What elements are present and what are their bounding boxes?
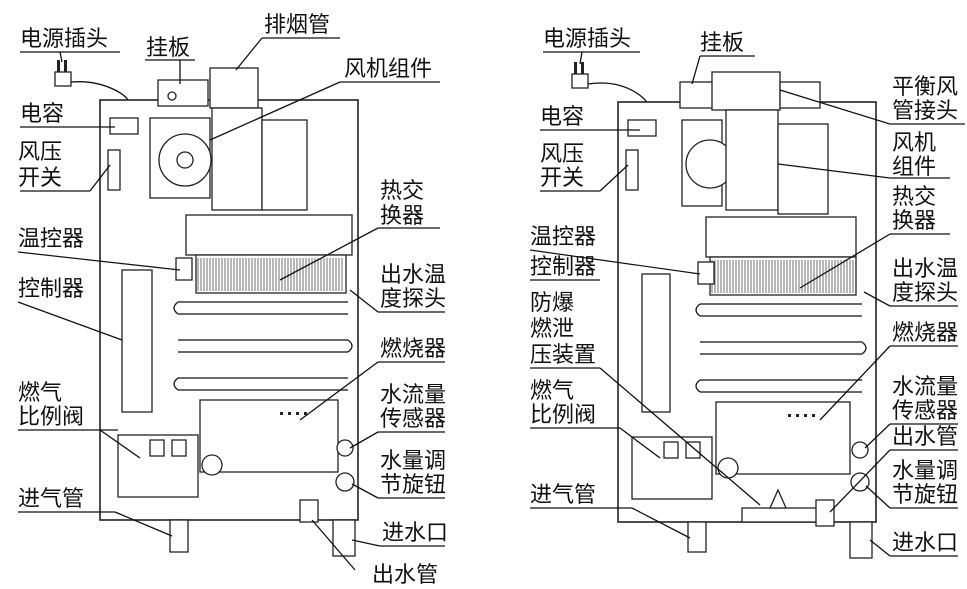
leader-lines <box>17 37 445 571</box>
label-capacitor: 电容 <box>540 105 584 130</box>
label-pressure-relief-1: 防爆 <box>530 291 574 316</box>
label-fan-assembly-2: 组件 <box>892 155 936 180</box>
label-flue-pipe: 排烟管 <box>264 13 330 38</box>
label-air-pressure-switch-2: 开关 <box>540 166 584 191</box>
label-gas-valve-2: 比例阀 <box>18 405 84 430</box>
label-air-pressure-switch-1: 风压 <box>540 142 584 167</box>
air-pressure-switch <box>107 149 121 191</box>
water-outlet-fitting <box>299 499 319 523</box>
water-outlet-fitting <box>815 499 835 527</box>
label-wall-plate: 挂板 <box>146 36 190 61</box>
label-outlet-temp-probe-2: 度探头 <box>380 287 446 312</box>
water-coil <box>173 301 353 391</box>
label-balanced-flue-connector-2: 管接头 <box>892 99 958 124</box>
label-gas-inlet-pipe: 进气管 <box>530 483 596 508</box>
thermostat <box>175 257 193 281</box>
power-plug <box>54 60 129 101</box>
label-water-outlet-pipe: 出水管 <box>372 563 438 588</box>
label-capacitor: 电容 <box>20 102 64 127</box>
label-air-pressure-switch-1: 风压 <box>18 140 62 165</box>
label-gas-valve-2: 比例阀 <box>530 403 596 428</box>
label-water-adjust-knob-1: 水量调 <box>380 449 446 474</box>
label-balanced-flue-connector-1: 平衡风 <box>892 75 958 100</box>
fan-assembly <box>149 107 308 211</box>
label-air-pressure-switch-2: 开关 <box>18 166 62 191</box>
gas-proportional-valve <box>631 436 739 500</box>
label-burner: 燃烧器 <box>892 321 958 346</box>
thermostat <box>697 261 715 285</box>
label-controller: 控制器 <box>530 255 596 280</box>
label-water-inlet: 进水口 <box>892 531 958 556</box>
water-adjust-knob <box>335 472 355 492</box>
label-water-flow-sensor-2: 传感器 <box>892 399 958 424</box>
heat-exchanger <box>185 214 353 294</box>
label-heat-exchanger-1: 热交 <box>892 185 936 210</box>
burner <box>715 401 851 475</box>
label-power-plug: 电源插头 <box>20 27 108 52</box>
label-gas-valve-1: 燃气 <box>530 379 574 404</box>
label-water-flow-sensor-2: 传感器 <box>380 407 446 432</box>
label-fan-assembly-1: 风机 <box>892 131 936 156</box>
label-water-flow-sensor-1: 水流量 <box>380 383 446 408</box>
label-burner: 燃烧器 <box>380 337 446 362</box>
leader-lines <box>529 51 965 557</box>
label-wall-plate: 挂板 <box>700 31 744 56</box>
label-heat-exchanger-2: 换器 <box>380 204 424 229</box>
water-flow-sensor <box>851 441 869 459</box>
wall-plate <box>157 79 209 107</box>
label-water-adjust-knob-1: 水量调 <box>892 459 958 484</box>
label-outlet-temp-probe-1: 出水温 <box>892 257 958 282</box>
water-coil <box>695 303 867 393</box>
water-inlet-fitting <box>332 519 356 557</box>
label-heat-exchanger-1: 热交 <box>380 179 424 204</box>
label-fan-assembly: 风机组件 <box>344 57 432 82</box>
left-heater: 电源插头 挂板 排烟管 风机组件 电容 风压 开关 热交 换器 温控器 出水温 … <box>17 13 448 588</box>
label-thermostat: 温控器 <box>530 225 596 250</box>
controller <box>121 269 153 413</box>
label-heat-exchanger-2: 换器 <box>892 209 936 234</box>
balanced-flue-connector <box>711 71 781 111</box>
capacitor <box>109 117 139 135</box>
flue-pipe <box>209 67 259 109</box>
label-thermostat: 温控器 <box>18 227 84 252</box>
fan-assembly <box>681 109 829 215</box>
gas-inlet-fitting <box>687 521 707 553</box>
heat-exchanger <box>705 216 857 296</box>
label-water-flow-sensor-1: 水流量 <box>892 375 958 400</box>
water-inlet-fitting <box>849 521 873 559</box>
label-outlet-temp-probe-1: 出水温 <box>380 263 446 288</box>
water-flow-sensor <box>336 439 354 457</box>
label-pressure-relief-2: 燃泄 <box>530 317 574 342</box>
label-gas-valve-1: 燃气 <box>18 381 62 406</box>
power-plug <box>571 62 649 105</box>
controller <box>641 273 671 413</box>
label-pressure-relief-3: 压装置 <box>530 343 596 368</box>
gas-proportional-valve <box>117 434 223 498</box>
label-water-inlet: 进水口 <box>382 521 448 546</box>
label-water-adjust-knob-2: 节旋钮 <box>892 483 958 508</box>
label-water-outlet-pipe: 出水管 <box>892 425 958 450</box>
label-controller: 控制器 <box>18 277 84 302</box>
gas-inlet-fitting <box>169 519 189 553</box>
label-power-plug: 电源插头 <box>543 27 631 52</box>
label-outlet-temp-probe-2: 度探头 <box>892 281 958 306</box>
capacitor <box>627 119 657 137</box>
label-water-adjust-knob-2: 节旋钮 <box>380 473 446 498</box>
label-gas-inlet-pipe: 进气管 <box>18 487 84 512</box>
burner <box>199 399 339 473</box>
air-pressure-switch <box>625 149 639 191</box>
right-heater: 电源插头 挂板 平衡风 管接头 电容 风机 组件 风压 开关 热交 换器 温控器… <box>529 27 965 559</box>
